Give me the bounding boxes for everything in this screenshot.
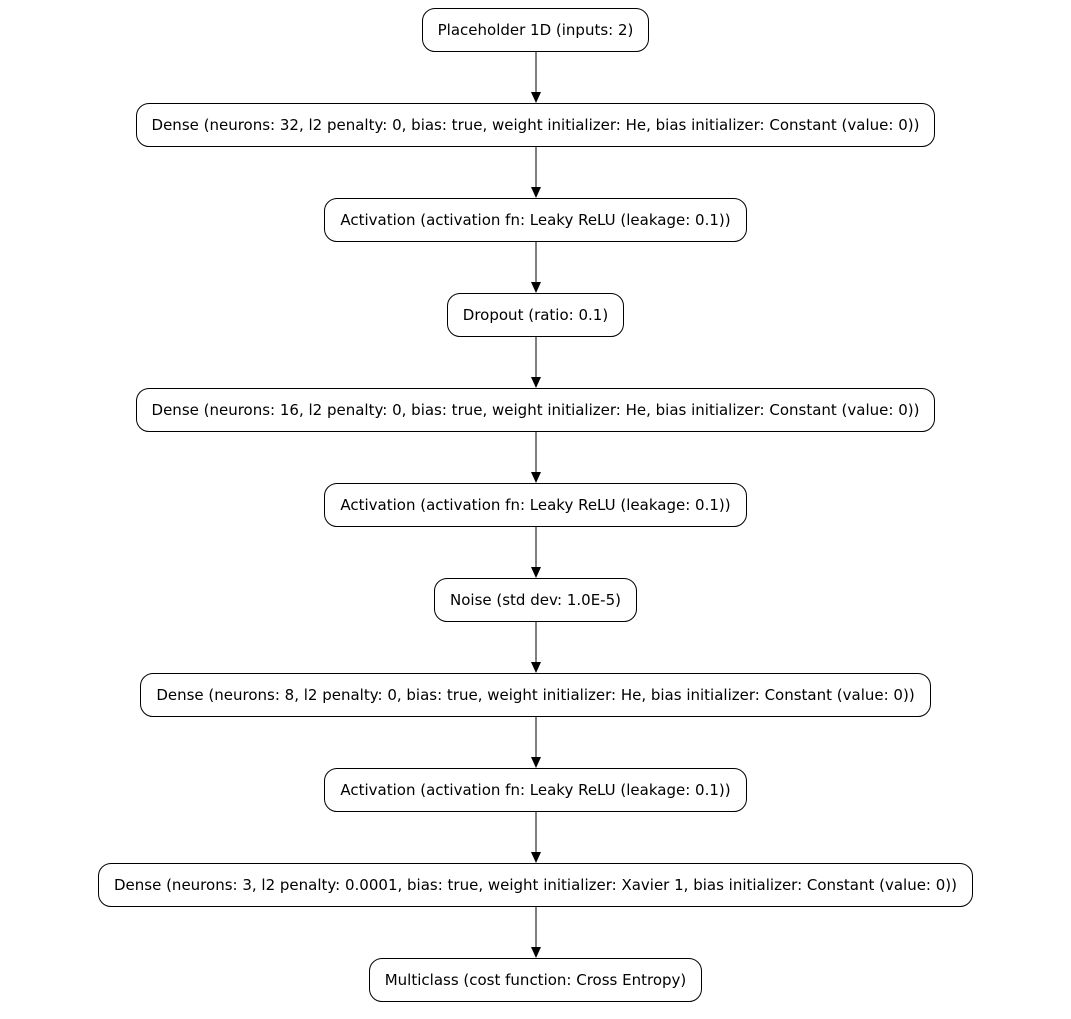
node-placeholder-1d: Placeholder 1D (inputs: 2)	[421, 8, 650, 52]
arrowhead-icon	[530, 662, 541, 673]
arrowhead-icon	[530, 757, 541, 768]
arrow-down-icon	[530, 622, 542, 673]
arrow-down-icon	[530, 337, 542, 388]
arrow-shaft	[535, 527, 536, 568]
arrowhead-icon	[530, 92, 541, 103]
arrow-down-icon	[530, 812, 542, 863]
arrow-shaft	[535, 717, 536, 758]
arrow-shaft	[535, 812, 536, 853]
node-multiclass: Multiclass (cost function: Cross Entropy…	[368, 958, 703, 1002]
arrow-down-icon	[530, 717, 542, 768]
node-activation-3: Activation (activation fn: Leaky ReLU (l…	[324, 768, 747, 812]
arrow-down-icon	[530, 907, 542, 958]
arrow-shaft	[535, 907, 536, 948]
arrowhead-icon	[530, 377, 541, 388]
node-dense-16: Dense (neurons: 16, l2 penalty: 0, bias:…	[135, 388, 936, 432]
arrow-shaft	[535, 622, 536, 663]
arrow-shaft	[535, 52, 536, 93]
arrow-shaft	[535, 242, 536, 283]
arrowhead-icon	[530, 187, 541, 198]
arrowhead-icon	[530, 852, 541, 863]
node-activation-1: Activation (activation fn: Leaky ReLU (l…	[324, 198, 747, 242]
arrow-down-icon	[530, 527, 542, 578]
arrowhead-icon	[530, 567, 541, 578]
arrowhead-icon	[530, 472, 541, 483]
arrowhead-icon	[530, 282, 541, 293]
arrow-down-icon	[530, 432, 542, 483]
node-activation-2: Activation (activation fn: Leaky ReLU (l…	[324, 483, 747, 527]
arrow-down-icon	[530, 52, 542, 103]
arrow-down-icon	[530, 242, 542, 293]
node-dense-32: Dense (neurons: 32, l2 penalty: 0, bias:…	[135, 103, 936, 147]
arrow-shaft	[535, 147, 536, 188]
node-dense-3: Dense (neurons: 3, l2 penalty: 0.0001, b…	[97, 863, 974, 907]
node-dense-8: Dense (neurons: 8, l2 penalty: 0, bias: …	[140, 673, 931, 717]
arrow-down-icon	[530, 147, 542, 198]
arrow-shaft	[535, 337, 536, 378]
node-noise: Noise (std dev: 1.0E-5)	[434, 578, 637, 622]
arrow-shaft	[535, 432, 536, 473]
arrowhead-icon	[530, 947, 541, 958]
node-dropout: Dropout (ratio: 0.1)	[446, 293, 625, 337]
